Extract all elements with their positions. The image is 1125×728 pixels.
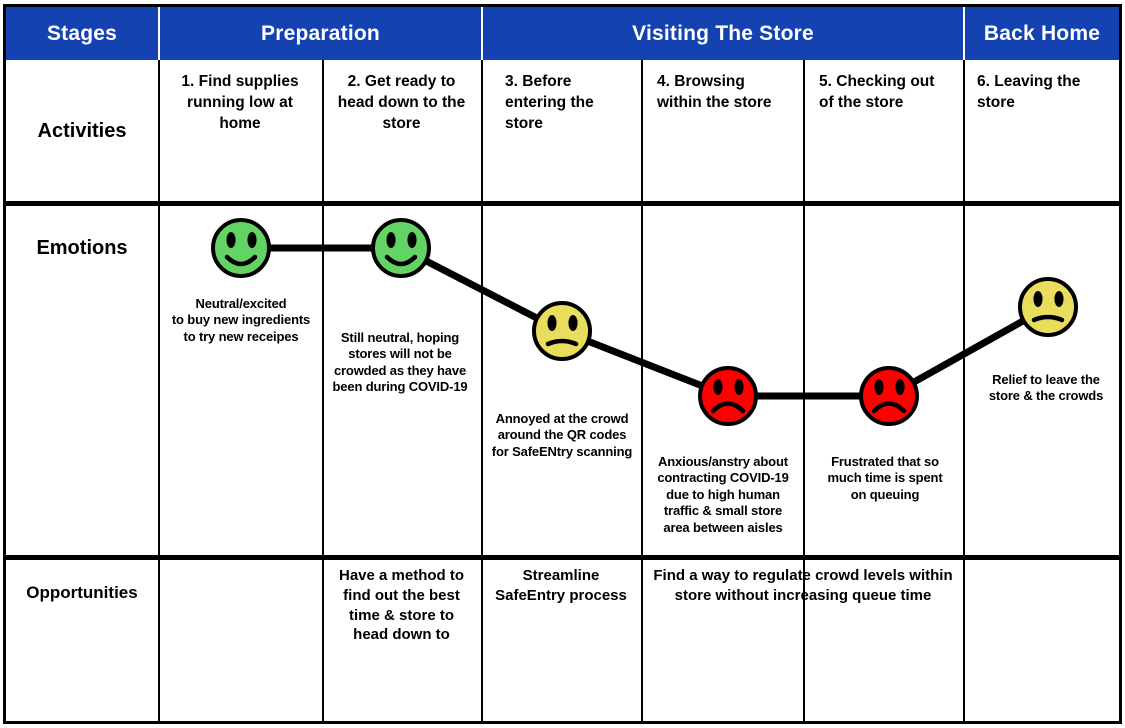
activity-text-4: Browsing within the store bbox=[657, 73, 772, 111]
activity-text-6: Leaving the store bbox=[977, 73, 1081, 111]
row-label-emotions-text: Emotions bbox=[36, 236, 128, 259]
emotion-caption-2-line-2: stores will not be bbox=[348, 346, 452, 362]
opportunity-text-2: Have a method to find out the best time … bbox=[338, 567, 465, 644]
emotion-caption-2-line-4: been during COVID-19 bbox=[332, 379, 468, 395]
activity-text-1: Find supplies running low at home bbox=[187, 73, 299, 132]
emotion-caption-3-line-1: Annoyed at the crowd bbox=[495, 411, 629, 426]
grid-column-divider-6 bbox=[963, 60, 965, 723]
grid-column-divider-4 bbox=[641, 60, 643, 723]
row-label-opportunities: Opportunities bbox=[6, 557, 158, 629]
row-label-activities-text: Activities bbox=[37, 120, 127, 142]
emotion-caption-4-line-5: area between aisles bbox=[663, 519, 783, 535]
map-border bbox=[3, 4, 1122, 724]
grid-row-divider-opportunities-top bbox=[6, 557, 1119, 560]
emotion-caption-1-line-2: to buy new ingredients bbox=[171, 312, 311, 328]
emotion-caption-1: Neutral/excited to buy new ingredients t… bbox=[170, 296, 312, 345]
activity-text-2: Get ready to head down to the store bbox=[337, 73, 466, 132]
emotion-caption-5-line-3: on queuing bbox=[850, 486, 920, 502]
header-separator-1 bbox=[158, 7, 160, 60]
activity-cell-6[interactable]: 6. Leaving the store bbox=[965, 72, 1119, 114]
header-label-back-home: Back Home bbox=[983, 21, 1101, 45]
opportunity-cell-2[interactable]: Have a method to find out the best time … bbox=[324, 566, 479, 645]
opportunity-text-3: Streamline SafeEntry process bbox=[495, 567, 627, 604]
activity-number-4: 4. bbox=[657, 73, 670, 90]
emotion-face-3-neutral[interactable] bbox=[532, 301, 592, 361]
emotion-caption-2-line-3: crowded as they have bbox=[333, 362, 467, 378]
header-label-visiting-the-store: Visiting The Store bbox=[632, 21, 814, 45]
activity-number-2: 2. bbox=[347, 73, 361, 90]
opportunity-cell-3[interactable]: Streamline SafeEntry process bbox=[483, 566, 639, 606]
grid-row-divider-emotions-bottom bbox=[6, 555, 1119, 557]
activity-text-3: Before entering the store bbox=[505, 73, 594, 132]
opportunity-cell-4[interactable]: Find a way to regulate crowd levels with… bbox=[645, 566, 961, 606]
emotion-caption-5: Frustrated that so much time is spent on… bbox=[812, 454, 958, 503]
emotion-caption-1-line-1: Neutral/excited bbox=[195, 296, 287, 311]
row-label-activities: Activities bbox=[6, 60, 158, 203]
emotion-caption-1-line-3: to try new receipes bbox=[183, 328, 299, 344]
emotion-face-4-sad[interactable] bbox=[698, 366, 758, 426]
emotion-caption-4-line-4: traffic & small store bbox=[663, 503, 783, 519]
emotion-caption-2-line-1: Still neutral, hoping bbox=[340, 330, 460, 345]
emotion-caption-3: Annoyed at the crowd around the QR codes… bbox=[485, 411, 639, 460]
emotion-face-2-happy[interactable] bbox=[371, 218, 431, 278]
activity-cell-4[interactable]: 4. Browsing within the store bbox=[643, 72, 801, 114]
header-cell-back-home[interactable]: Back Home bbox=[965, 7, 1119, 60]
header-separator-2 bbox=[481, 7, 483, 60]
emotion-caption-5-line-2: much time is spent bbox=[827, 470, 943, 486]
emotion-caption-5-line-1: Frustrated that so bbox=[831, 454, 939, 469]
grid-row-divider-emotions-top bbox=[6, 203, 1119, 206]
emotion-face-6-neutral[interactable] bbox=[1018, 277, 1078, 337]
header-label-preparation: Preparation bbox=[261, 21, 380, 45]
grid-column-divider-3 bbox=[481, 60, 483, 723]
opportunity-text-4: Find a way to regulate crowd levels with… bbox=[653, 567, 953, 604]
activity-cell-3[interactable]: 3. Before entering the store bbox=[483, 72, 639, 134]
emotion-caption-4: Anxious/anstry about contracting COVID-1… bbox=[646, 454, 800, 536]
activity-cell-1[interactable]: 1. Find supplies running low at home bbox=[160, 72, 320, 134]
row-label-opportunities-text: Opportunities bbox=[26, 583, 138, 602]
emotion-caption-6: Relief to leave the store & the crowds bbox=[975, 372, 1117, 405]
emotion-face-1-happy[interactable] bbox=[211, 218, 271, 278]
header-cell-preparation[interactable]: Preparation bbox=[160, 7, 481, 60]
activity-text-5: Checking out of the store bbox=[819, 73, 935, 111]
grid-column-divider-5 bbox=[803, 60, 805, 723]
header-cell-visiting-the-store[interactable]: Visiting The Store bbox=[483, 7, 963, 60]
row-label-emotions: Emotions bbox=[6, 203, 158, 293]
activity-number-5: 5. bbox=[819, 73, 832, 90]
activity-cell-2[interactable]: 2. Get ready to head down to the store bbox=[324, 72, 479, 134]
emotion-face-5-sad[interactable] bbox=[859, 366, 919, 426]
emotion-caption-6-line-2: store & the crowds bbox=[988, 388, 1104, 404]
emotion-caption-3-line-3: for SafeENtry scanning bbox=[491, 443, 633, 459]
emotion-caption-4-line-2: contracting COVID-19 bbox=[657, 470, 789, 486]
header-separator-3 bbox=[963, 7, 965, 60]
activity-cell-5[interactable]: 5. Checking out of the store bbox=[805, 72, 961, 114]
grid-column-divider-1 bbox=[158, 60, 160, 723]
activity-number-6: 6. bbox=[977, 73, 990, 90]
activity-number-3: 3. bbox=[505, 73, 518, 90]
emotion-caption-2: Still neutral, hoping stores will not be… bbox=[325, 330, 475, 396]
header-label-stages: Stages bbox=[46, 21, 118, 45]
emotion-caption-4-line-1: Anxious/anstry about bbox=[658, 454, 788, 469]
grid-row-divider-activities bbox=[6, 201, 1119, 203]
emotion-caption-6-line-1: Relief to leave the bbox=[992, 372, 1100, 387]
stages-header-band bbox=[6, 7, 1119, 60]
emotion-caption-4-line-3: due to high human bbox=[666, 486, 780, 502]
emotion-caption-3-line-2: around the QR codes bbox=[497, 427, 627, 443]
header-cell-stages[interactable]: Stages bbox=[6, 7, 158, 60]
activity-number-1: 1. bbox=[181, 73, 195, 90]
